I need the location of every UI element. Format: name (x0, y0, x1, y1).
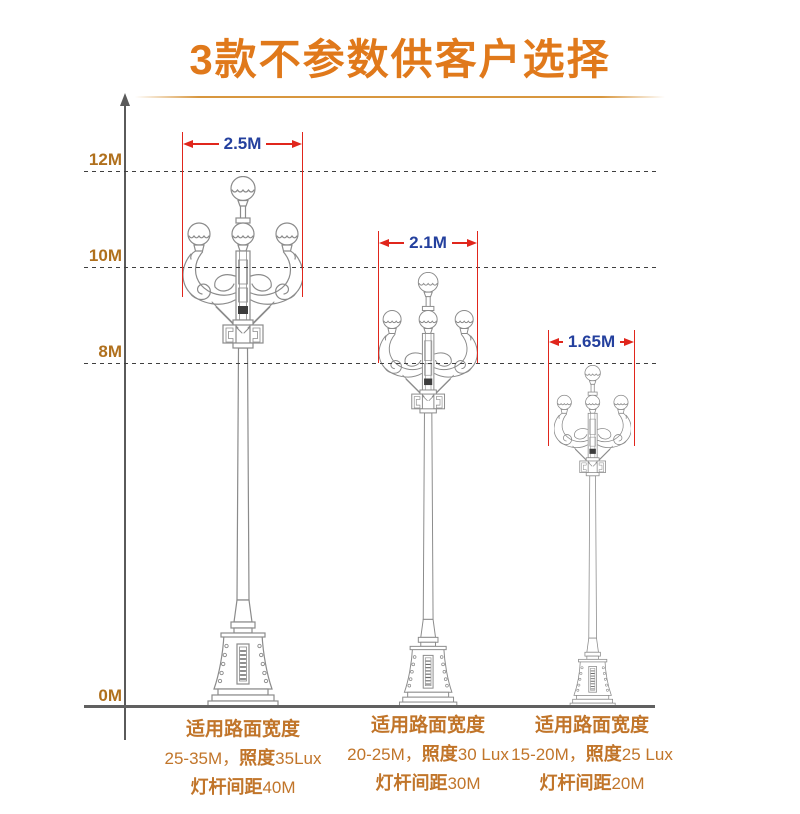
spacing-value: 40M (262, 778, 296, 797)
spec-road-width-title: 适用路面宽度 (370, 715, 485, 736)
spacing-label: 灯杆间距 (375, 773, 448, 793)
arrow-right-icon (467, 239, 478, 247)
lamp-spec-3: 适用路面宽度 15-20M，照度25 Lux 灯杆间距20M (467, 712, 717, 798)
dimension-annotation-3: 1.65M (548, 330, 635, 446)
ground-line (84, 705, 655, 708)
arrow-right-icon (292, 140, 303, 148)
extension-line-left (378, 231, 379, 363)
dimension-line (451, 242, 468, 244)
dimension-annotation-2: 2.1M (378, 231, 478, 363)
axis-label-10m: 10M (88, 246, 122, 265)
arrow-left-icon (549, 338, 559, 346)
spec-illuminance-line: 25-35M，照度35Lux (118, 744, 368, 773)
lamp-spec-1: 适用路面宽度 25-35M，照度35Lux 灯杆间距40M (118, 716, 368, 802)
spec-illuminance-line: 20-25M，照度30 Lux (303, 740, 553, 769)
y-axis-line (124, 104, 126, 740)
arrow-right-icon (624, 338, 634, 346)
illuminance-value: 30 Lux (457, 745, 509, 764)
y-axis-arrow-icon (120, 93, 130, 106)
extension-line-left (182, 132, 183, 297)
spacing-label: 灯杆间距 (190, 777, 263, 797)
spec-road-width-title: 适用路面宽度 (534, 715, 649, 736)
illuminance-label: 照度 (585, 744, 622, 764)
axis-label-8m: 8M (98, 342, 122, 361)
dimension-arrow-row: 2.1M (379, 233, 478, 252)
title-divider (135, 96, 665, 98)
spacing-value: 30M (447, 774, 481, 793)
axis-label-12m: 12M (88, 150, 122, 169)
dimension-label: 1.65M (567, 332, 616, 351)
dimension-label: 2.5M (223, 134, 262, 153)
road-range: 20-25M， (347, 745, 422, 764)
dimension-arrow-row: 1.65M (549, 332, 634, 351)
arrow-left-icon (379, 239, 389, 247)
axis-label-0m: 0M (98, 686, 122, 705)
dimension-line (193, 143, 219, 145)
spacing-label: 灯杆间距 (539, 773, 612, 793)
dimension-arrow-row: 2.5M (183, 134, 303, 153)
page-title: 3款不参数供客户选择 (189, 36, 611, 83)
dimension-line (389, 242, 405, 244)
extension-line-left (548, 330, 549, 446)
spec-spacing-line: 灯杆间距20M (467, 769, 717, 798)
spec-spacing-line: 灯杆间距40M (118, 773, 368, 802)
extension-line-right (302, 132, 303, 297)
illuminance-value: 25 Lux (621, 745, 673, 764)
arrow-left-icon (183, 140, 193, 148)
illuminance-label: 照度 (421, 744, 458, 764)
gridline-12m (84, 171, 658, 172)
spec-spacing-line: 灯杆间距30M (303, 769, 553, 798)
lamp-spec-2: 适用路面宽度 20-25M，照度30 Lux 灯杆间距30M (303, 712, 553, 798)
gridline-10m (84, 267, 658, 268)
road-range: 25-35M， (164, 749, 240, 768)
road-range: 15-20M， (511, 745, 586, 764)
dimension-line (266, 143, 293, 145)
extension-line-right (477, 231, 478, 363)
dimension-label: 2.1M (409, 233, 447, 252)
gridline-8m (84, 363, 658, 364)
spec-illuminance-line: 15-20M，照度25 Lux (467, 740, 717, 769)
spec-road-width-title: 适用路面宽度 (185, 719, 300, 740)
dimension-annotation-1: 2.5M (182, 132, 303, 297)
extension-line-right (634, 330, 635, 446)
illuminance-label: 照度 (239, 748, 276, 768)
dimension-line (620, 341, 624, 343)
spacing-value: 20M (611, 774, 645, 793)
dimension-line (559, 341, 563, 343)
illuminance-value: 35Lux (275, 749, 322, 768)
